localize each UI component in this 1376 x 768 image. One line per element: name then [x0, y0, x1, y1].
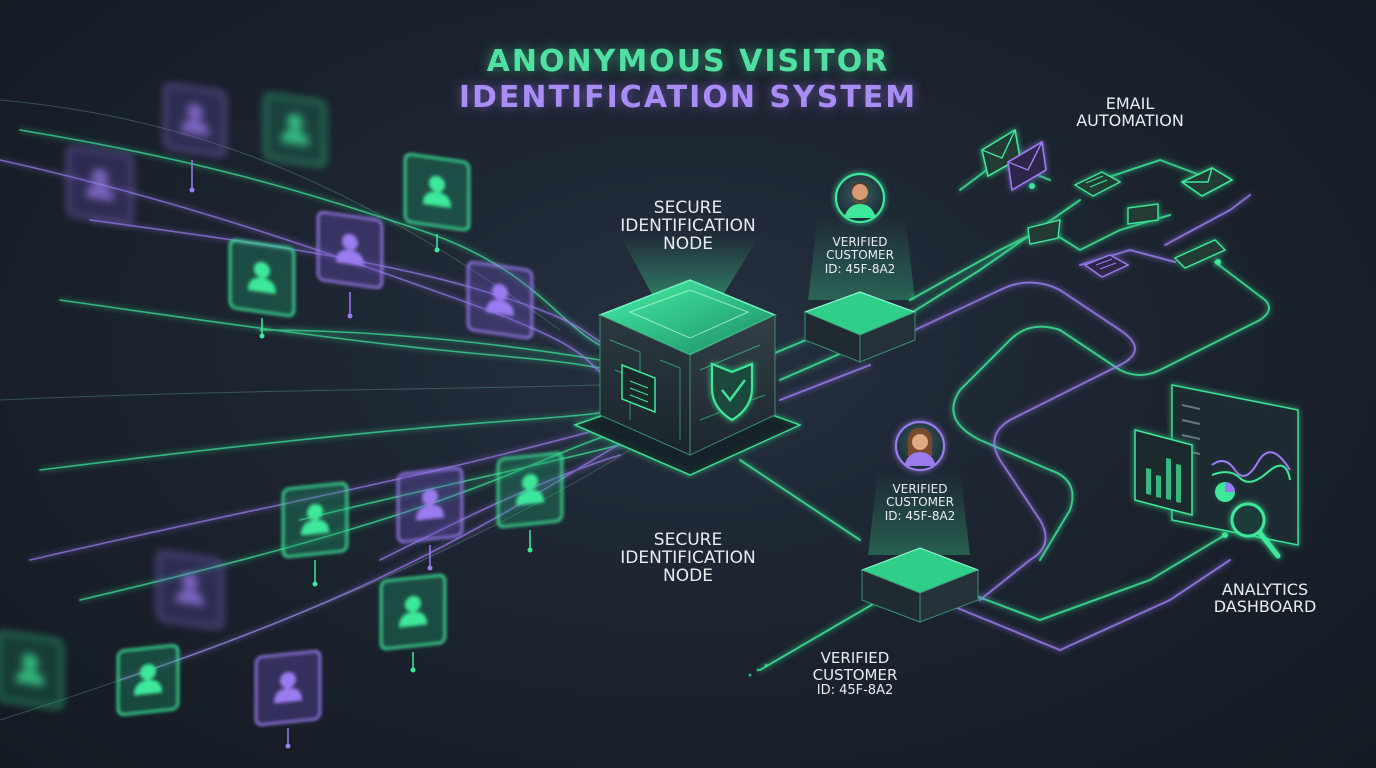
verified-node-top: [803, 172, 917, 363]
verified-customer-label-bottom: VERIFIED CUSTOMER ID: 45F-8A2: [795, 650, 915, 698]
magnifier-icon: [1230, 502, 1281, 559]
email-automation-flow: [981, 128, 1234, 278]
label-line: AUTOMATION: [1076, 110, 1184, 130]
label-line: ANALYTICS: [1221, 580, 1309, 599]
label-line: IDENTIFICATION: [620, 215, 756, 236]
email-automation-label: EMAIL AUTOMATION: [1060, 94, 1200, 130]
label-line: VERIFIED: [892, 482, 948, 496]
customer-id: ID: 45F-8A2: [824, 261, 896, 276]
label-line: NODE: [663, 565, 713, 586]
label-line: CUSTOMER: [886, 495, 954, 510]
label-line: NODE: [663, 233, 713, 254]
label-line: SECURE: [653, 198, 723, 218]
document-icon: [1127, 203, 1159, 225]
label-line: CUSTOMER: [812, 665, 898, 684]
label-line: SECURE: [653, 530, 723, 550]
chip-icon: [621, 363, 656, 414]
label-line: CUSTOMER: [826, 248, 894, 263]
verified-customer-label-mid: VERIFIED CUSTOMER ID: 45F-8A2: [872, 482, 968, 523]
analytics-dashboard: [1134, 384, 1299, 559]
output-flow-lines: [739, 158, 1270, 677]
document-icon: [1173, 239, 1227, 269]
avatar: [834, 172, 886, 224]
visitor-cards: [0, 83, 564, 749]
label-line: VERIFIED: [832, 235, 888, 249]
verified-node-mid: [860, 420, 980, 623]
envelope-icon: [1007, 140, 1047, 192]
page-title-line-2: IDENTIFICATION SYSTEM: [458, 80, 918, 115]
document-icon: [1083, 254, 1130, 278]
customer-id: ID: 45F-8A2: [884, 508, 956, 523]
secure-node-label-top: SECURE IDENTIFICATION NODE: [608, 198, 768, 254]
document-icon: [1073, 171, 1122, 197]
pie-chart-icon: [1215, 482, 1235, 502]
shield-check-icon: [710, 362, 754, 422]
avatar: [894, 420, 946, 472]
verified-customer-label-top: VERIFIED CUSTOMER ID: 45F-8A2: [812, 235, 908, 276]
label-line: EMAIL: [1105, 94, 1155, 113]
label-line: IDENTIFICATION: [620, 547, 756, 568]
label-line: DASHBOARD: [1213, 596, 1317, 616]
label-line: VERIFIED: [820, 649, 890, 667]
page-title-line-1: ANONYMOUS VISITOR: [486, 44, 890, 79]
secure-node-label-bottom: SECURE IDENTIFICATION NODE: [608, 530, 768, 586]
document-icon: [1027, 219, 1061, 245]
bar-chart-icon: [1134, 429, 1193, 516]
customer-id: ID: 45F-8A2: [816, 682, 894, 698]
analytics-dashboard-label: ANALYTICS DASHBOARD: [1195, 580, 1335, 616]
secure-identification-node-main: [572, 235, 802, 476]
envelope-icon: [1180, 167, 1234, 197]
